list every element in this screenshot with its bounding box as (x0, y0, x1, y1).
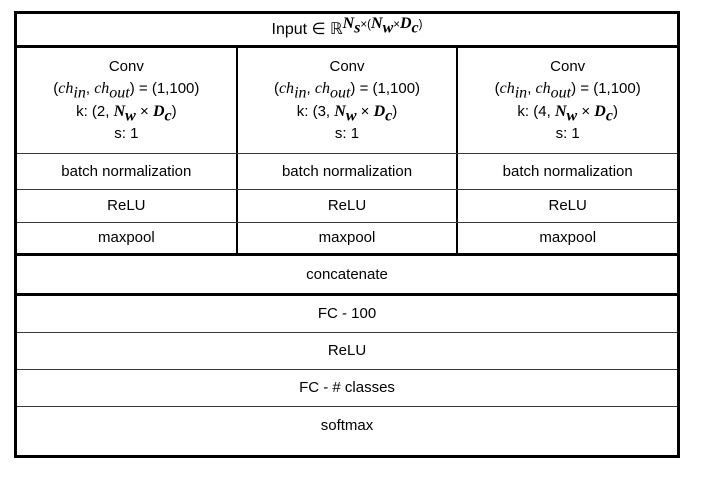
relu-cell-1: ReLU (17, 190, 238, 222)
conv-stride-1: s: 1 (114, 125, 139, 143)
fc-100-cell: FC - 100 (317, 305, 377, 323)
real-space-symbol: ℝ (329, 18, 343, 38)
relu-merged-row: ReLU (17, 333, 677, 370)
batch-norm-row: batch normalization batch normalization … (17, 154, 677, 190)
conv-stride-2: s: 1 (334, 125, 360, 143)
fc-classes-row: FC - # classes (17, 370, 677, 407)
relu-cell-3: ReLU (548, 197, 587, 215)
batch-norm-cell-3: batch normalization (502, 162, 633, 180)
input-cell: Input ∈ ℝNs×(Nw×Dc) (17, 14, 677, 45)
conv-title-1: Conv (108, 58, 144, 76)
conv-channels-3: (chin, chout) = (1,100) (494, 79, 641, 102)
conv-title-3: Conv (550, 58, 586, 76)
maxpool-cell-3: maxpool (539, 229, 597, 247)
conv-title-2: Conv (329, 58, 365, 76)
concatenate-row: concatenate (17, 256, 677, 296)
conv-stride-3: s: 1 (555, 125, 580, 143)
fc-100-row: FC - 100 (17, 296, 677, 333)
conv-kernel-3: k: (4, Nw × Dc) (517, 102, 618, 124)
conv-kernel-2: k: (3, Nw × Dc) (296, 102, 398, 124)
softmax-cell: softmax (320, 416, 374, 434)
architecture-table: Input ∈ ℝNs×(Nw×Dc) Conv (chin, chout) =… (14, 11, 680, 458)
batch-norm-cell-1: batch normalization (17, 154, 238, 189)
input-row: Input ∈ ℝNs×(Nw×Dc) (17, 14, 677, 48)
relu-row: ReLU ReLU ReLU (17, 190, 677, 223)
input-label: Input ∈ ℝNs×(Nw×Dc) (271, 14, 423, 38)
batch-norm-cell-2: batch normalization (238, 154, 459, 189)
softmax-row: softmax (17, 407, 677, 444)
conv-row: Conv (chin, chout) = (1,100) k: (2, Nw ×… (17, 48, 677, 154)
conv-channels-1: (chin, chout) = (1,100) (53, 79, 200, 102)
conv-block-1: Conv (chin, chout) = (1,100) k: (2, Nw ×… (17, 48, 238, 153)
maxpool-cell-2: maxpool (238, 223, 459, 253)
conv-kernel-1: k: (2, Nw × Dc) (76, 102, 177, 124)
conv-block-3: Conv (chin, chout) = (1,100) k: (4, Nw ×… (458, 48, 677, 153)
maxpool-cell-1: maxpool (17, 223, 238, 253)
fc-classes-cell: FC - # classes (299, 379, 395, 397)
conv-channels-2: (chin, chout) = (1,100) (273, 79, 421, 102)
conv-block-2: Conv (chin, chout) = (1,100) k: (3, Nw ×… (238, 48, 459, 153)
concatenate-cell: concatenate (306, 265, 388, 283)
relu-cell-2: ReLU (238, 190, 459, 222)
maxpool-row: maxpool maxpool maxpool (17, 223, 677, 256)
relu-merged-cell: ReLU (327, 342, 367, 360)
